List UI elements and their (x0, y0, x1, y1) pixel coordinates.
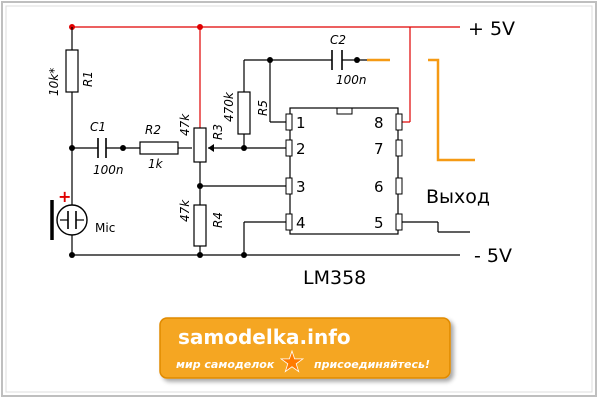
c2-value: 100n (336, 73, 367, 87)
r2-name: R2 (145, 123, 161, 137)
r5-value: 470k (222, 91, 236, 122)
star-icon (279, 349, 305, 373)
pin-7: 7 (374, 140, 384, 158)
frame-inner (5, 5, 593, 393)
r1-name: R1 (81, 71, 95, 87)
pin-8: 8 (374, 114, 384, 132)
pin-5: 5 (374, 214, 384, 232)
r3-value: 47k (178, 113, 192, 136)
chip-lm358: 1 2 3 4 8 7 6 5 LM358 (285, 107, 403, 289)
mic-label: Mic (95, 221, 115, 235)
logo-tagline-right: присоединяйтесь! (314, 358, 430, 371)
output-wire (367, 58, 475, 162)
chip-name: LM358 (303, 267, 366, 289)
r3-name: R3 (211, 124, 225, 140)
potentiometer-r3: R3 47k (178, 113, 225, 163)
wiring (69, 27, 470, 258)
negative-supply-label: - 5V (474, 245, 512, 267)
pin-2: 2 (296, 140, 306, 158)
logo-site: samodelka.info (178, 325, 351, 349)
resistor-r1: R1 10k* (47, 49, 95, 96)
r4-value: 47k (178, 199, 192, 222)
mic-polarity: + (58, 187, 71, 206)
r1-value: 10k* (47, 68, 61, 96)
pin-3: 3 (296, 178, 306, 196)
logo-tagline-left: мир самоделок (176, 358, 275, 371)
c2-name: C2 (330, 33, 346, 47)
pin-1: 1 (296, 114, 306, 132)
pin-4: 4 (296, 214, 306, 232)
c1-value: 100n (93, 163, 124, 177)
resistor-r5: R5 470k (222, 91, 270, 135)
watermark-logo: samodelka.info мир самоделок присоединяй… (159, 317, 451, 379)
capacitor-c1: C1 100n (90, 120, 124, 177)
r2-value: 1k (148, 157, 164, 171)
r5-name: R5 (256, 100, 270, 116)
resistor-r2: R2 1k (139, 123, 179, 171)
positive-supply-label: + 5V (468, 18, 515, 40)
r4-name: R4 (211, 212, 225, 228)
output-label: Выход (426, 186, 490, 208)
microphone: + Mic (50, 187, 115, 240)
capacitor-c2: C2 100n (330, 33, 367, 87)
resistor-r4: R4 47k (178, 199, 225, 247)
pin-6: 6 (374, 178, 384, 196)
c1-name: C1 (90, 120, 106, 134)
